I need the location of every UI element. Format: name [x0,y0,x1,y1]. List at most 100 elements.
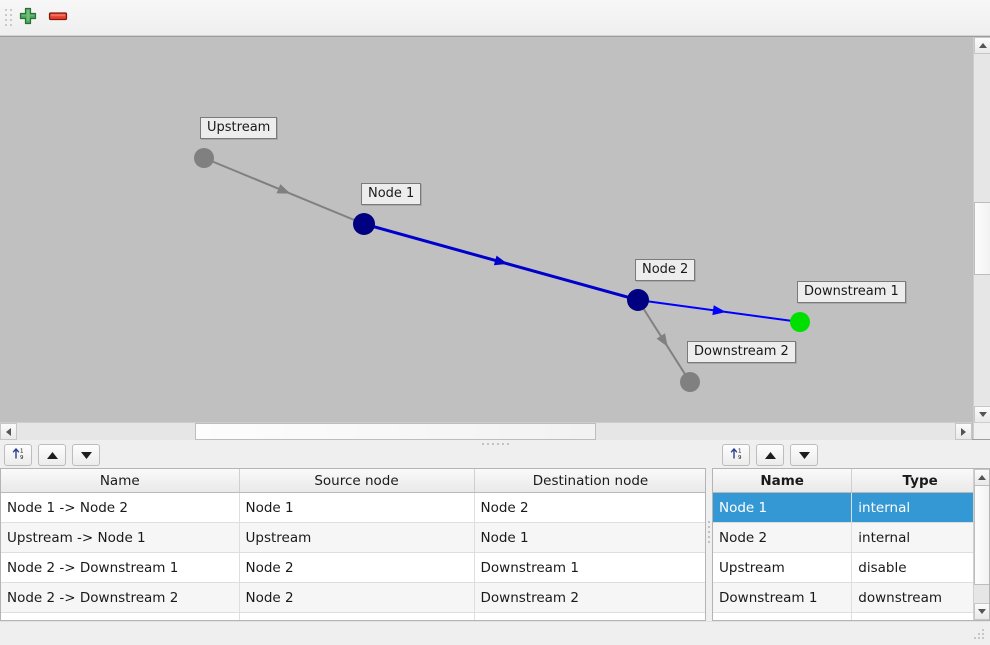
edges-column-name[interactable]: Name [1,469,240,493]
edge-arrow-node2-downstream2 [656,333,668,347]
canvas-horizontal-scrollbar[interactable] [0,422,972,440]
nodes-table-cell-type[interactable]: internal [851,492,989,523]
move-edge-up-button[interactable] [38,444,66,466]
nodes-panel: 1 9 Name [712,442,990,621]
edges-table-cell-name[interactable]: Node 2 -> Downstream 1 [1,552,240,583]
triangle-up-icon [764,446,777,465]
edges-table-cell-source[interactable]: Node 2 [239,582,475,613]
sort-ascending-icon: 1 9 [11,446,26,465]
nodes-table-empty-cell [851,612,989,620]
edges-table-cell-name[interactable]: Node 2 -> Downstream 2 [1,582,240,613]
triangle-down-icon [80,446,93,465]
nodes-table-cell-type[interactable]: disable [851,552,989,583]
graph-node-label-upstream[interactable]: Upstream [200,117,278,139]
edges-table-cell-destination[interactable]: Node 2 [474,492,705,523]
edges-table-empty-cell [1,612,240,620]
edges-table-container[interactable]: Name Source node Destination node Node 1… [0,468,706,621]
edges-table-cell-name[interactable]: Node 1 -> Node 2 [1,492,240,523]
window-resize-grip[interactable] [974,629,987,642]
nodes-table-cell-name[interactable]: Downstream 1 [713,582,853,613]
nodes-scroll-thumb[interactable] [974,485,989,585]
nodes-table-header-row: Name Type [713,469,989,493]
edges-table-header-row: Name Source node Destination node [1,469,705,493]
status-bar [0,621,990,645]
nodes-table-cell-type[interactable]: internal [851,522,989,553]
edge-arrow-node1-node2 [493,255,508,266]
edges-table-empty-cell [239,612,475,620]
sort-nodes-button[interactable]: 1 9 [722,444,750,466]
edges-table-cell-source[interactable]: Node 1 [239,492,475,523]
edges-table-cell-source[interactable]: Node 2 [239,552,475,583]
chevron-right-icon [961,427,966,436]
nodes-scroll-up-button[interactable] [974,469,989,486]
edges-table-cell-destination[interactable]: Node 1 [474,522,705,553]
chevron-down-icon [978,609,986,614]
horizontal-splitter[interactable] [0,440,990,448]
graph-node-node1[interactable] [353,213,375,235]
edges-table-cell-name[interactable]: Upstream -> Node 1 [1,522,240,553]
canvas-hscroll-thumb[interactable] [195,423,596,440]
canvas-vertical-scrollbar[interactable] [973,37,990,423]
sort-edges-button[interactable]: 1 9 [4,444,32,466]
canvas-vscroll-thumb[interactable] [974,202,990,275]
chevron-up-icon [978,43,987,48]
graph-node-label-downstream2[interactable]: Downstream 2 [687,341,796,363]
nodes-table-cell-name[interactable]: Upstream [713,552,853,583]
move-node-up-button[interactable] [756,444,784,466]
edge-arrow-upstream-node1 [276,184,291,194]
edges-table-cell-source[interactable]: Upstream [239,522,475,553]
red-minus-icon [47,6,69,30]
graph-node-label-node1[interactable]: Node 1 [361,183,422,205]
move-edge-down-button[interactable] [72,444,100,466]
graph-node-upstream[interactable] [194,148,214,168]
edges-column-destination[interactable]: Destination node [474,469,705,493]
scroll-up-button[interactable] [974,37,990,54]
chevron-down-icon [978,412,987,417]
remove-node-button[interactable] [43,4,73,32]
edge-arrow-node2-downstream1 [712,305,726,316]
add-node-button[interactable] [13,4,43,32]
graph-node-downstream2[interactable] [680,372,700,392]
move-node-down-button[interactable] [790,444,818,466]
nodes-table-empty-row [713,612,989,620]
graph-node-label-node2[interactable]: Node 2 [635,259,696,281]
graph-node-downstream1[interactable] [790,312,810,332]
toolbar-drag-handle[interactable] [3,6,13,30]
edges-table-empty-row [1,612,705,620]
nodes-scroll-down-button[interactable] [974,603,989,620]
scroll-left-button[interactable] [0,423,17,440]
edges-table-cell-destination[interactable]: Downstream 1 [474,552,705,583]
edges-table-cell-destination[interactable]: Downstream 2 [474,582,705,613]
scroll-down-button[interactable] [974,406,990,423]
nodes-table-empty-cell [713,612,853,620]
nodes-table-cell-name[interactable]: Node 2 [713,522,853,553]
nodes-column-name[interactable]: Name [713,469,853,493]
nodes-table-cell-type[interactable]: downstream [851,582,989,613]
nodes-column-type[interactable]: Type [851,469,989,493]
vertical-splitter[interactable] [706,468,712,595]
chevron-left-icon [6,427,11,436]
triangle-up-icon [46,446,59,465]
edges-column-source[interactable]: Source node [239,469,475,493]
main-toolbar [0,0,990,36]
splitter-grip-icon [708,520,710,543]
edges-toolbar: 1 9 [0,442,706,468]
nodes-table-cell-name[interactable]: Node 1 [713,492,853,523]
nodes-table-scrollbar[interactable] [973,469,989,620]
scroll-right-button[interactable] [955,423,972,440]
graph-node-label-downstream1[interactable]: Downstream 1 [797,281,906,303]
graph-node-node2[interactable] [627,289,649,311]
graph-drawing[interactable] [0,37,972,423]
